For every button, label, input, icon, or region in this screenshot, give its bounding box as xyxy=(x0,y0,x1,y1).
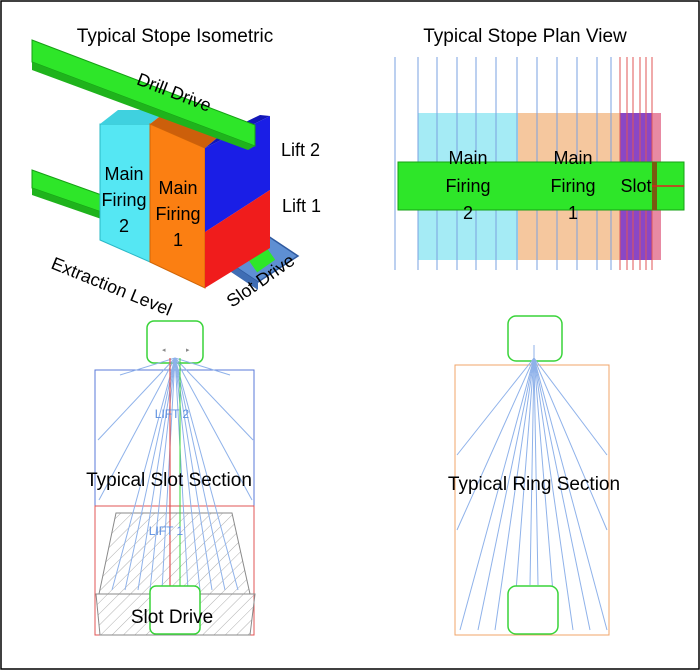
drill-drive-beam xyxy=(31,39,256,150)
svg-text:▸: ▸ xyxy=(186,347,190,354)
iso-lift1-label: Lift 1 xyxy=(282,196,321,216)
iso-main-firing2-line3: 2 xyxy=(119,216,129,236)
ring-section-hole-fan xyxy=(456,345,608,631)
ring-section-title: Typical Ring Section xyxy=(448,474,620,495)
plan-main-firing1-line2: Firing xyxy=(550,176,595,196)
isometric-panel: Typical Stope Isometric xyxy=(31,26,321,320)
ring-section-extraction-drive xyxy=(507,585,559,635)
svg-text:◂: ◂ xyxy=(162,347,166,354)
iso-lift2-label: Lift 2 xyxy=(281,140,320,160)
slot-section-lift1-label: LIFT 1 xyxy=(149,524,184,538)
plan-view-panel: Typical Stope Plan View xyxy=(394,26,685,270)
iso-main-firing1-line3: 1 xyxy=(173,230,183,250)
ring-section-panel: Typical Ring Section xyxy=(448,315,620,636)
plan-main-firing1-line3: 1 xyxy=(568,203,578,223)
plan-slot-label: Slot xyxy=(620,176,651,196)
isometric-title: Typical Stope Isometric xyxy=(77,26,273,47)
slot-section-lift2-label: LIFT 2 xyxy=(155,407,190,421)
plan-main-firing1-line1: Main xyxy=(553,148,592,168)
slot-section-hole-fan xyxy=(97,357,254,591)
slot-section-slot-drive-label: Slot Drive xyxy=(131,607,213,628)
plan-main-firing2-line1: Main xyxy=(448,148,487,168)
iso-main-firing2-line1: Main xyxy=(104,164,143,184)
ring-section-drill-drive xyxy=(507,315,563,362)
plan-view-title: Typical Stope Plan View xyxy=(423,26,627,47)
plan-main-firing2-line2: Firing xyxy=(445,176,490,196)
plan-drill-drive xyxy=(397,161,685,211)
slot-section-panel: ◂ ▸ LI xyxy=(86,320,256,636)
iso-main-firing1-line1: Main xyxy=(158,178,197,198)
iso-main-firing2-line2: Firing xyxy=(101,190,146,210)
iso-main-firing1-line2: Firing xyxy=(155,204,200,224)
slot-section-title: Typical Slot Section xyxy=(86,470,252,491)
plan-main-firing2-line3: 2 xyxy=(463,203,473,223)
slot-section-slot-drive xyxy=(149,585,201,635)
